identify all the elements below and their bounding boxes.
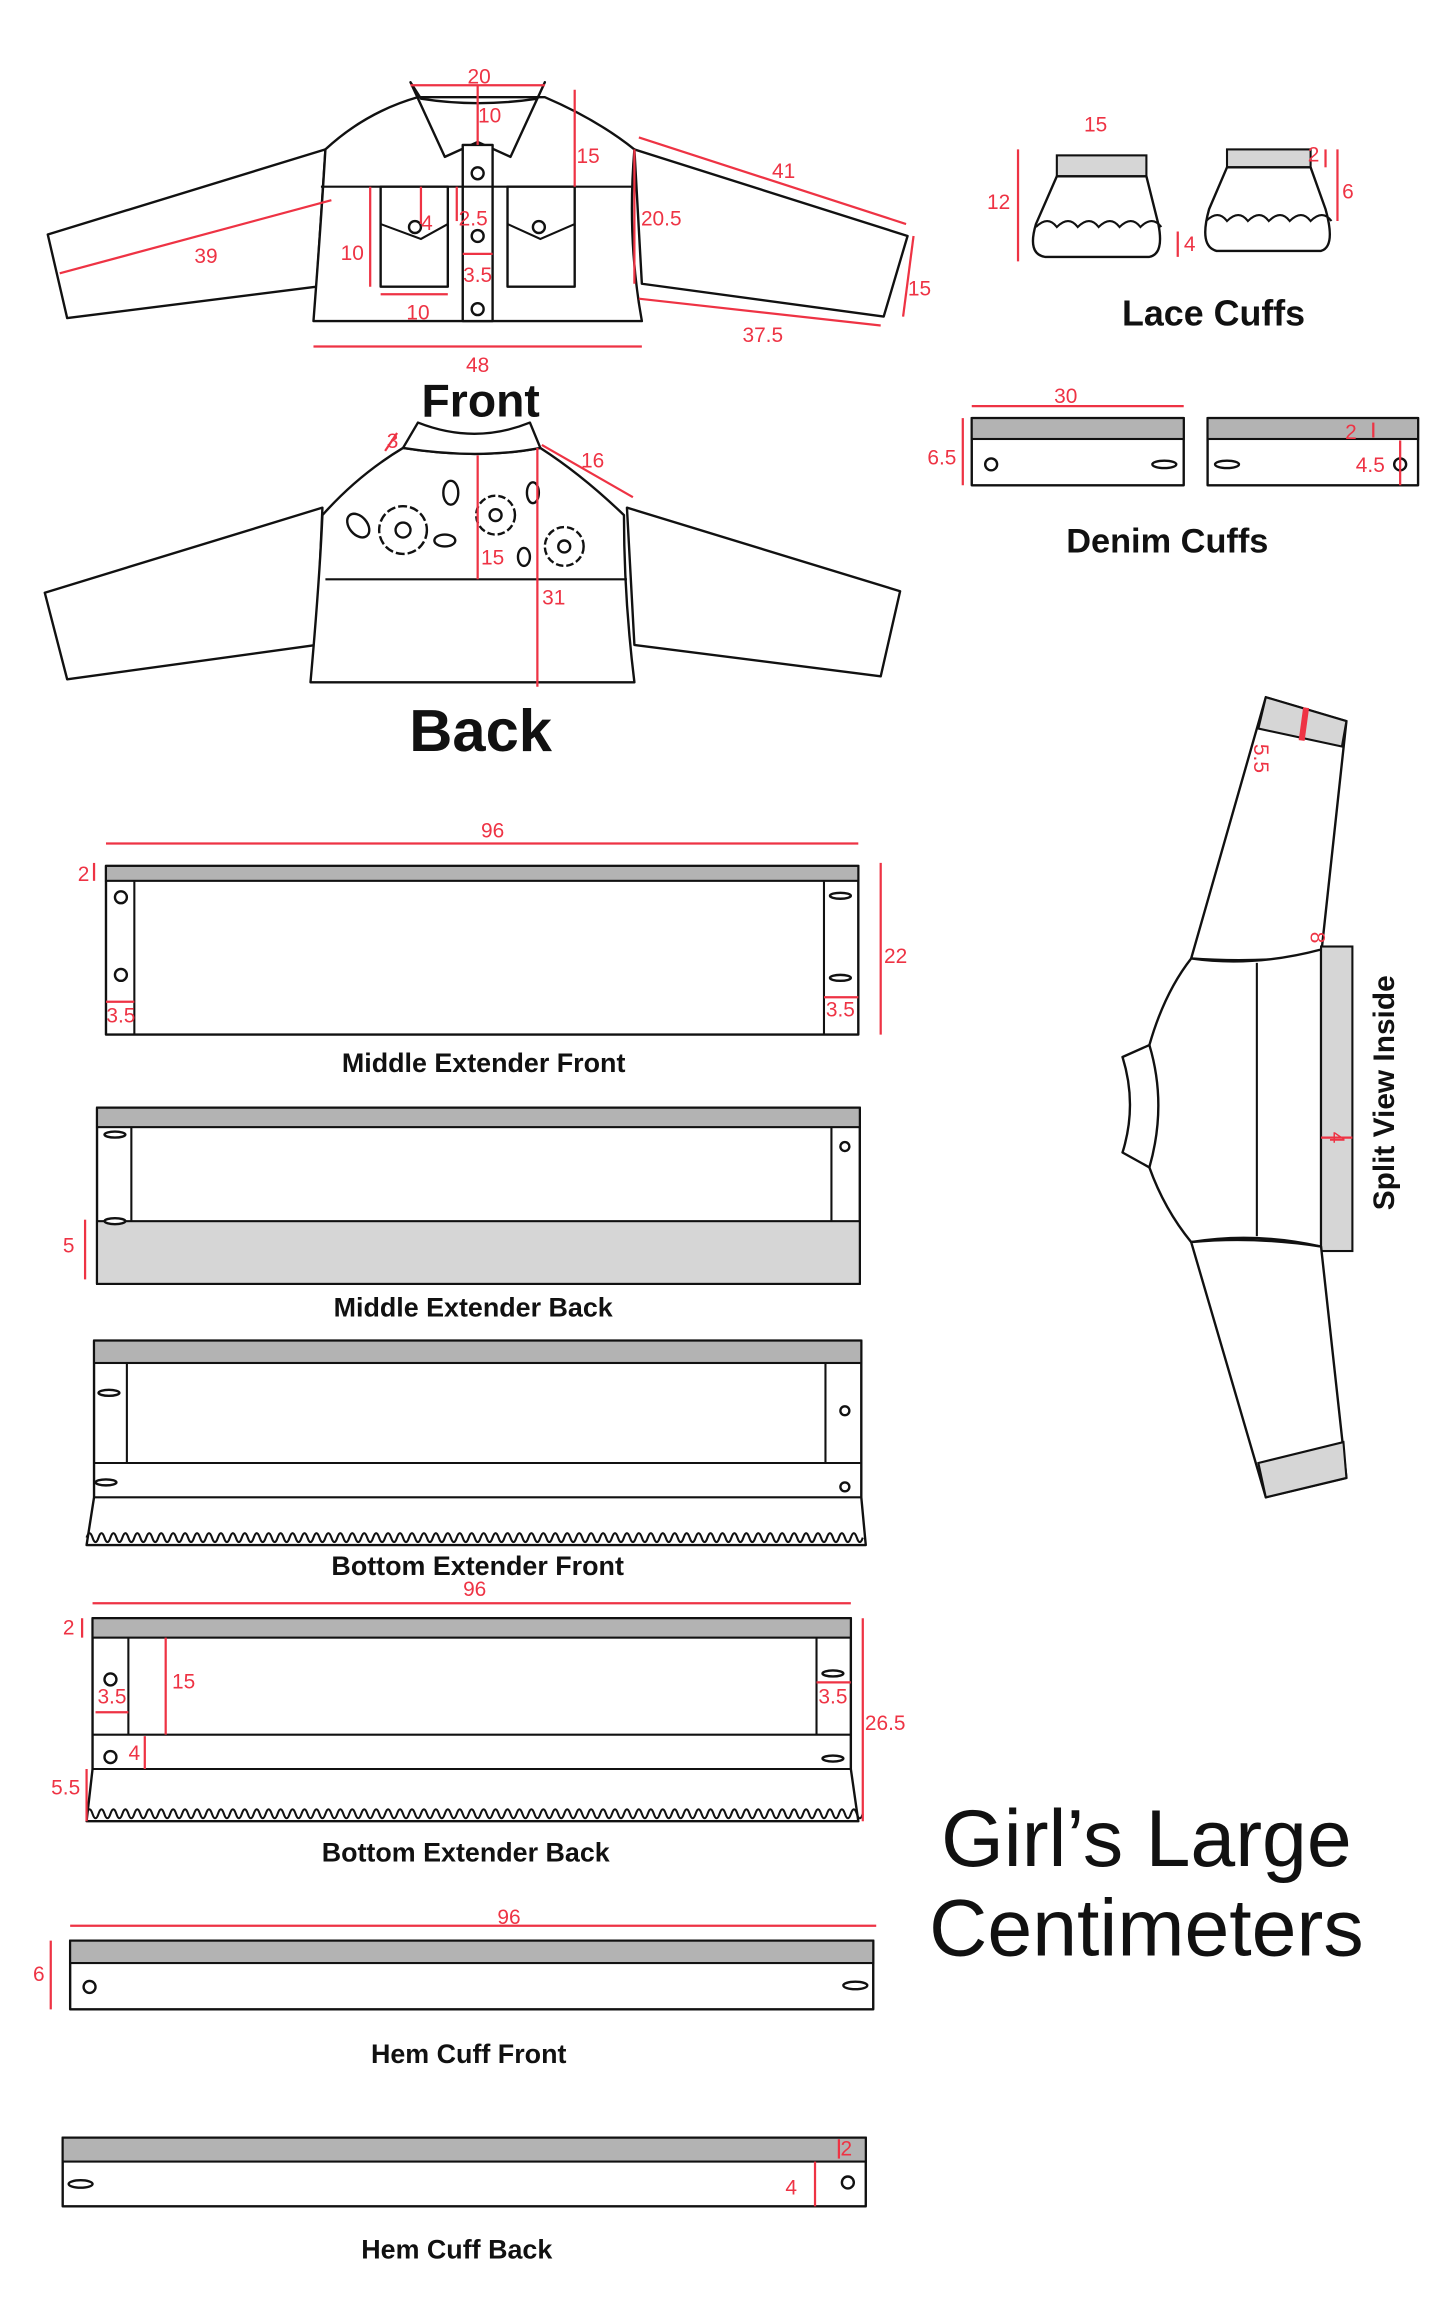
hem-cuff-front-drawing — [49, 1924, 877, 2011]
measure-collar-height: 3 — [387, 430, 399, 453]
measure-denim-width: 30 — [1054, 385, 1077, 408]
front-view-label: Front — [422, 375, 540, 427]
lace-cuffs-label: Lace Cuffs — [1122, 294, 1305, 334]
measure-placket-width: 3.5 — [463, 264, 492, 287]
measure-beb-strip: 4 — [129, 1742, 141, 1765]
middle-extender-front-drawing — [92, 842, 882, 1036]
measure-hcf-width: 96 — [497, 1906, 520, 1929]
measure-mef-band: 2 — [78, 863, 90, 886]
title-size: Girl’s Large — [941, 1794, 1352, 1884]
measure-split-sleeve: 8 — [1306, 932, 1329, 944]
measure-denim-tab: 4.5 — [1356, 454, 1385, 477]
measure-beb-lace: 5.5 — [51, 1776, 80, 1799]
measure-armhole: 20.5 — [641, 208, 682, 231]
measure-mef-height: 22 — [884, 945, 907, 968]
measure-hcb-tab: 4 — [785, 2176, 797, 2199]
measure-lace-height: 12 — [987, 191, 1010, 214]
measure-hcb-band: 2 — [841, 2138, 853, 2161]
measure-split-cuff: 5.5 — [1249, 744, 1272, 773]
bottom-extender-back-drawing — [80, 1602, 864, 1823]
bottom-extender-front-label: Bottom Extender Front — [331, 1551, 624, 1581]
measure-sleeve-top: 41 — [772, 160, 795, 183]
measure-collar-depth: 10 — [478, 105, 501, 128]
split-view-label: Split View Inside — [1368, 975, 1401, 1210]
back-jacket-drawing — [43, 421, 902, 687]
bottom-extender-front-drawing — [85, 1339, 867, 1547]
hem-cuff-back-drawing — [61, 2136, 867, 2208]
measure-pocket-flap: 4 — [421, 212, 433, 235]
title-units: Centimeters — [929, 1884, 1363, 1974]
flower-embroidery — [346, 479, 585, 568]
hem-cuff-back-label: Hem Cuff Back — [361, 2235, 552, 2265]
measure-lace-right-height: 6 — [1342, 181, 1354, 204]
measure-beb-width: 96 — [463, 1578, 486, 1601]
measure-denim-height: 6.5 — [927, 446, 956, 469]
measure-pocket-width: 10 — [406, 302, 429, 325]
measure-collar-width: 20 — [468, 66, 491, 89]
measure-yoke-depth: 15 — [577, 145, 600, 168]
lace-cuffs-drawing — [1016, 148, 1339, 262]
hem-cuff-front-label: Hem Cuff Front — [371, 2039, 567, 2069]
denim-cuffs-label: Denim Cuffs — [1066, 522, 1268, 560]
measure-placket-gap: 2.5 — [459, 208, 488, 231]
measure-denim-band: 2 — [1345, 421, 1357, 444]
front-jacket-drawing — [46, 81, 915, 348]
measure-sleeve-length: 39 — [194, 245, 217, 268]
middle-extender-back-drawing — [83, 1106, 861, 1286]
denim-cuffs-drawing — [961, 405, 1420, 487]
measure-beb-height: 26.5 — [865, 1712, 906, 1735]
measure-back-length: 31 — [542, 587, 565, 610]
measure-beb-right-tab: 3.5 — [818, 1685, 847, 1708]
measure-pocket-height: 10 — [341, 242, 364, 265]
measure-lace-ruffle: 4 — [1184, 233, 1196, 256]
measure-mef-right-tab: 3.5 — [826, 999, 855, 1022]
measure-meb-lower: 5 — [63, 1235, 75, 1258]
measure-sleeve-bottom: 37.5 — [742, 324, 783, 347]
middle-extender-back-label: Middle Extender Back — [334, 1293, 613, 1323]
measure-beb-band: 2 — [63, 1617, 75, 1640]
measure-mef-left-tab: 3.5 — [106, 1005, 135, 1028]
measure-beb-panel: 15 — [172, 1670, 195, 1693]
back-view-label: Back — [409, 697, 552, 764]
split-view-drawing — [1121, 695, 1354, 1499]
measure-back-yoke: 15 — [481, 546, 504, 569]
middle-extender-front-label: Middle Extender Front — [342, 1048, 626, 1078]
bottom-extender-back-label: Bottom Extender Back — [322, 1838, 610, 1868]
measure-cuff-width: 15 — [908, 278, 931, 301]
measure-shoulder: 16 — [581, 449, 604, 472]
measure-beb-left-tab: 3.5 — [97, 1685, 126, 1708]
measure-hcf-height: 6 — [33, 1963, 45, 1986]
measure-lace-width: 15 — [1084, 113, 1107, 136]
measure-hem-width: 48 — [466, 354, 489, 377]
measure-lace-band: 2 — [1308, 143, 1320, 166]
measure-split-band: 4 — [1325, 1132, 1348, 1144]
measure-mef-width: 96 — [481, 820, 504, 843]
